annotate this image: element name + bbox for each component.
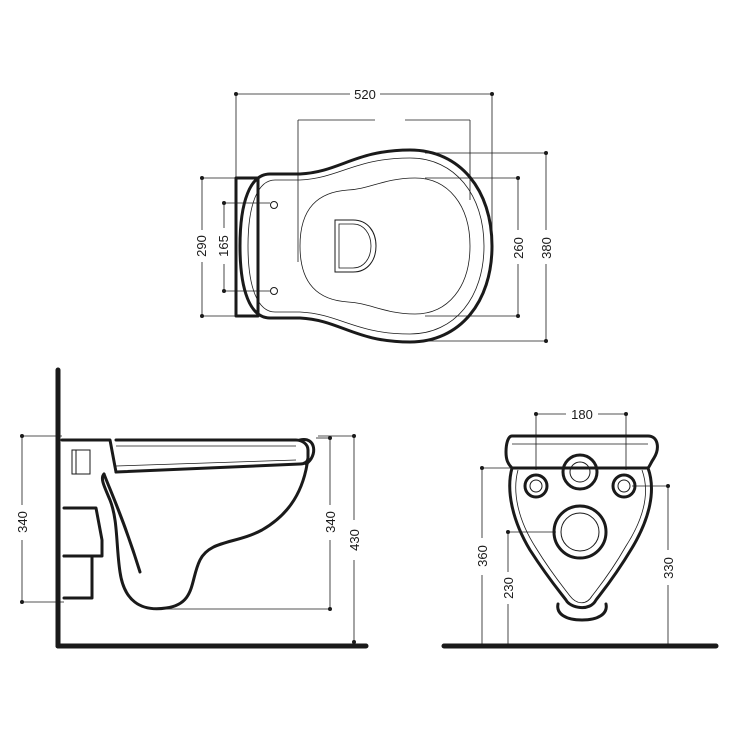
dim-width: 520: [354, 87, 376, 102]
rear-bolt-left-inner: [529, 479, 543, 493]
rear-bolt-left-outer: [523, 473, 549, 499]
dim-left-bolt-height: 360: [475, 545, 490, 567]
top-drain-opening: [334, 219, 377, 273]
wall-plate: [234, 176, 260, 318]
side-view: 340 340 430: [15, 367, 369, 649]
side-inlet: [71, 449, 91, 475]
rear-bolt-right-inner: [617, 479, 631, 493]
dim-rim-to-base: 340: [323, 511, 338, 533]
top-view: 520 290 165 260: [194, 87, 554, 344]
dim-hole-spacing: 180: [571, 407, 593, 422]
rear-inlet-outer: [561, 453, 599, 491]
rear-body-inner: [515, 469, 646, 604]
rear-foot: [556, 602, 608, 622]
dim-wall-height: 340: [15, 511, 30, 533]
rear-top-cap: [504, 434, 659, 470]
dim-bowl-depth: 260: [511, 237, 526, 259]
side-rim: [114, 438, 310, 474]
dim-total-depth: 380: [539, 237, 554, 259]
side-body: [100, 456, 310, 611]
dim-outlet-height: 230: [501, 577, 516, 599]
rear-bolt-right-outer: [611, 473, 637, 499]
bolt-hole-top: [270, 201, 278, 209]
top-bowl-opening: [299, 177, 471, 315]
top-outer-outline: [238, 148, 494, 344]
dim-rim-height: 430: [347, 529, 362, 551]
dim-rear-depth: 290: [194, 235, 209, 257]
rear-view: 180 360 230 330: [441, 407, 719, 649]
side-frame: [60, 438, 118, 474]
dim-bolt-spacing: 165: [216, 235, 231, 257]
top-drain-inner: [338, 223, 372, 269]
bolt-hole-bottom: [270, 287, 278, 295]
rear-inlet-inner: [569, 461, 591, 483]
dim-right-bolt-height: 330: [661, 557, 676, 579]
rear-outlet-inner: [560, 512, 600, 552]
top-rim-line: [247, 157, 485, 335]
rear-outlet-outer: [552, 504, 608, 560]
side-frame-lower: [62, 506, 104, 558]
